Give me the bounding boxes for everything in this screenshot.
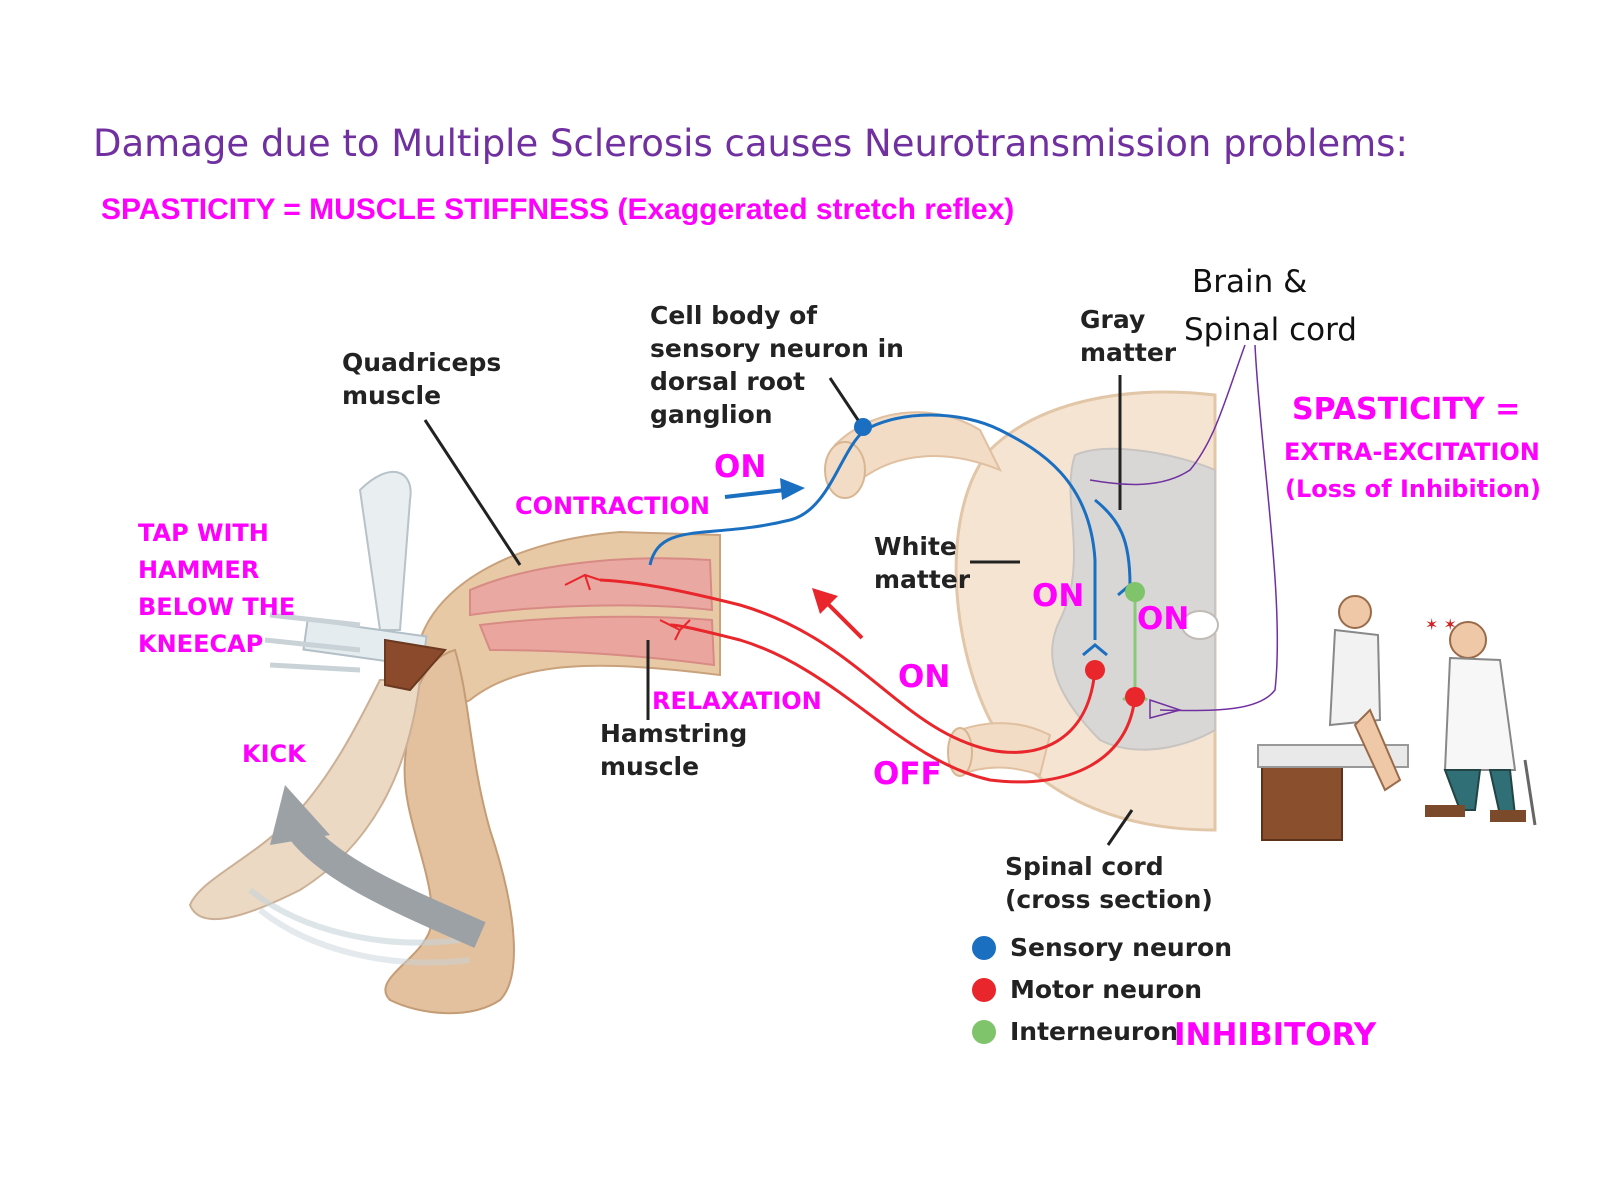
legend-dot-motor: [972, 978, 996, 1002]
annotation-relaxation: RELAXATION: [652, 687, 822, 715]
quadriceps-muscle-shape: [469, 557, 714, 617]
dorsal-root-ganglion-cell: [854, 418, 872, 436]
ventral-root-end: [947, 727, 973, 777]
legend-label-motor: Motor neuron: [1010, 975, 1203, 1004]
annotation-inhibitory: INHIBITORY: [1174, 1017, 1377, 1053]
annotation-off: OFF: [873, 756, 942, 792]
hammer-handle: [358, 470, 412, 631]
annotation-contraction: CONTRACTION: [515, 492, 710, 520]
page-title: Damage due to Multiple Sclerosis causes …: [93, 122, 1408, 165]
annotation-loss-inhibition: (Loss of Inhibition): [1285, 475, 1541, 503]
annotation-extra-excitation: EXTRA-EXCITATION: [1284, 438, 1540, 466]
hamstring-muscle-shape: [478, 615, 716, 667]
hammer-head: [384, 638, 447, 692]
page-subtitle: SPASTICITY = MUSCLE STIFFNESS (Exaggerat…: [101, 193, 1015, 226]
annotation-on-spinal-left: ON: [1032, 578, 1085, 614]
label-brain-spinal-cord: Brain &Spinal cord: [1184, 264, 1357, 348]
annotation-on-spinal-right: ON: [1137, 601, 1190, 637]
legend-dot-interneuron: [972, 1020, 996, 1044]
annotation-on-sensory: ON: [714, 449, 767, 485]
dorsal-root-end: [824, 441, 866, 499]
svg-text:✶ ✶: ✶ ✶: [1425, 615, 1457, 634]
lower-leg-ghost: [188, 679, 422, 921]
annotation-on-motor: ON: [898, 659, 951, 695]
motor-neuron-quadriceps: [599, 578, 1097, 754]
motor-neuron-hamstring: [669, 623, 1137, 784]
kick-arrow: [288, 821, 486, 948]
doctor-patient-illustration: ✶ ✶: [1257, 595, 1537, 841]
legend-label-sensory: Sensory neuron: [1010, 933, 1232, 962]
legend-label-interneuron: Interneuron: [1010, 1017, 1179, 1046]
dorsal-root: [833, 411, 1003, 482]
central-canal: [1181, 610, 1219, 640]
ventral-root: [959, 722, 1052, 777]
motor-neuron-cell-1: [1085, 660, 1105, 680]
label-spinal-cord: Spinal cord(cross section): [1005, 852, 1213, 914]
legend-dot-sensory: [972, 936, 996, 960]
interneuron-cell: [1125, 582, 1145, 602]
motor-neuron-cell-2: [1125, 687, 1145, 707]
annotation-spasticity-eq: SPASTICITY =: [1292, 392, 1521, 427]
annotation-kick: KICK: [242, 740, 306, 768]
